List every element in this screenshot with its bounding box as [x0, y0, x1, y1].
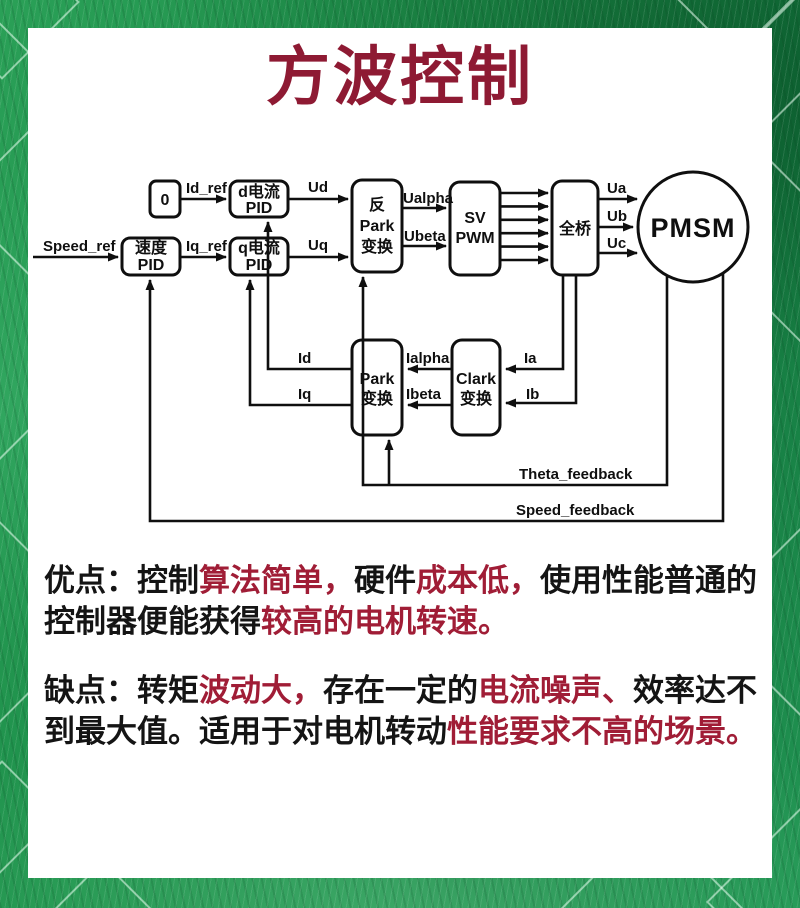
- signal-label-ub: Ub: [607, 208, 627, 225]
- block-label-line: d电流: [238, 182, 280, 201]
- block-label-line: 变换: [361, 389, 394, 408]
- signal-label-speed-feedback: Speed_feedback: [516, 502, 635, 519]
- signal-label-ib: Ib: [526, 386, 539, 403]
- signal-label-ibeta: Ibeta: [406, 386, 442, 403]
- text-segment: 算法简单，: [199, 563, 354, 598]
- text-segment: 成本低，: [416, 563, 540, 598]
- block-label-line: SV: [464, 210, 486, 227]
- text-segment: 效率达不到最大值。适用于对电机转动: [44, 673, 757, 749]
- signal-label-uq: Uq: [308, 237, 328, 254]
- signal-label-ualpha: Ualpha: [403, 190, 454, 207]
- block-label-line: PMSM: [651, 213, 736, 243]
- block-park: [350, 338, 404, 437]
- content-card: [28, 28, 772, 878]
- text-segment: 性能要求不高的场景。: [447, 714, 757, 749]
- block-label-line: 变换: [460, 389, 493, 408]
- signal-label-id: Id: [298, 350, 311, 367]
- text-segment: 电流噪声、: [478, 673, 633, 708]
- arrow-theta-feedback: [358, 276, 669, 487]
- arrow-speed-feedback: [145, 273, 725, 523]
- signal-label-iq: Iq: [298, 386, 311, 403]
- cons-paragraph: 缺点：转矩波动大，存在一定的电流噪声、效率达不到最大值。适用于对电机转动性能要求…: [44, 670, 770, 752]
- block-svpwm: [448, 180, 502, 277]
- block-label-line: Park: [360, 371, 395, 388]
- text-segment: 缺点：转矩: [44, 673, 199, 708]
- block-label-line: Clark: [456, 371, 496, 388]
- text-segment: 波动大，: [199, 673, 323, 708]
- arrow-ia-feedback: [505, 275, 565, 374]
- block-inverse-park: [350, 178, 404, 274]
- block-label-line: 速度: [135, 238, 168, 257]
- block-label-line: PID: [246, 200, 273, 217]
- block-label-line: 0: [161, 192, 170, 209]
- signal-label-ubeta: Ubeta: [404, 228, 446, 245]
- block-label-line: PID: [246, 257, 273, 274]
- arrow-iq-feedback: [245, 279, 352, 407]
- text-segment: 优点：控制: [44, 563, 199, 598]
- signal-label-ua: Ua: [607, 180, 627, 197]
- block-label-line: PWM: [455, 230, 494, 247]
- block-pmsm-motor: [636, 170, 750, 284]
- text-segment: 存在一定的: [323, 673, 478, 708]
- block-inverse-park-label: 反 Park 变换: [360, 196, 395, 256]
- text-segment: 使用性能普通的控制器便能获得: [44, 563, 757, 639]
- block-label-line: 反: [369, 196, 385, 214]
- block-full-bridge-label: 全桥: [558, 219, 592, 238]
- block-label-line: PID: [138, 257, 165, 274]
- signal-label-uc: Uc: [607, 235, 626, 252]
- block-label-line: q电流: [238, 238, 280, 257]
- block-label-line: 全桥: [558, 219, 592, 238]
- block-label-line: Park: [360, 218, 395, 235]
- page-title: 方波控制: [266, 41, 534, 113]
- text-segment: 较高的电机转速。: [261, 604, 509, 639]
- signal-label-speed-ref: Speed_ref: [43, 238, 117, 255]
- signal-label-id-ref: Id_ref: [186, 180, 228, 197]
- arrow-id-feedback: [263, 221, 352, 371]
- signal-label-ia: Ia: [524, 350, 537, 367]
- signal-label-iq-ref: Iq_ref: [186, 238, 228, 255]
- pros-paragraph: 优点：控制算法简单，硬件成本低，使用性能普通的控制器便能获得较高的电机转速。: [44, 560, 770, 642]
- signal-label-theta-feedback: Theta_feedback: [519, 466, 633, 483]
- block-clark: [450, 338, 502, 437]
- arrow-ib-feedback: [505, 275, 578, 408]
- signal-label-ialpha: Ialpha: [406, 350, 450, 367]
- block-svpwm-label: SV PWM: [455, 210, 494, 247]
- description-text: 优点：控制算法简单，硬件成本低，使用性能普通的控制器便能获得较高的电机转速。 缺…: [44, 560, 770, 752]
- block-pmsm-label: PMSM: [651, 213, 736, 243]
- block-zero-label: 0: [161, 192, 170, 209]
- block-label-line: 变换: [361, 237, 394, 256]
- signal-label-ud: Ud: [308, 179, 328, 196]
- text-segment: 硬件: [354, 563, 416, 598]
